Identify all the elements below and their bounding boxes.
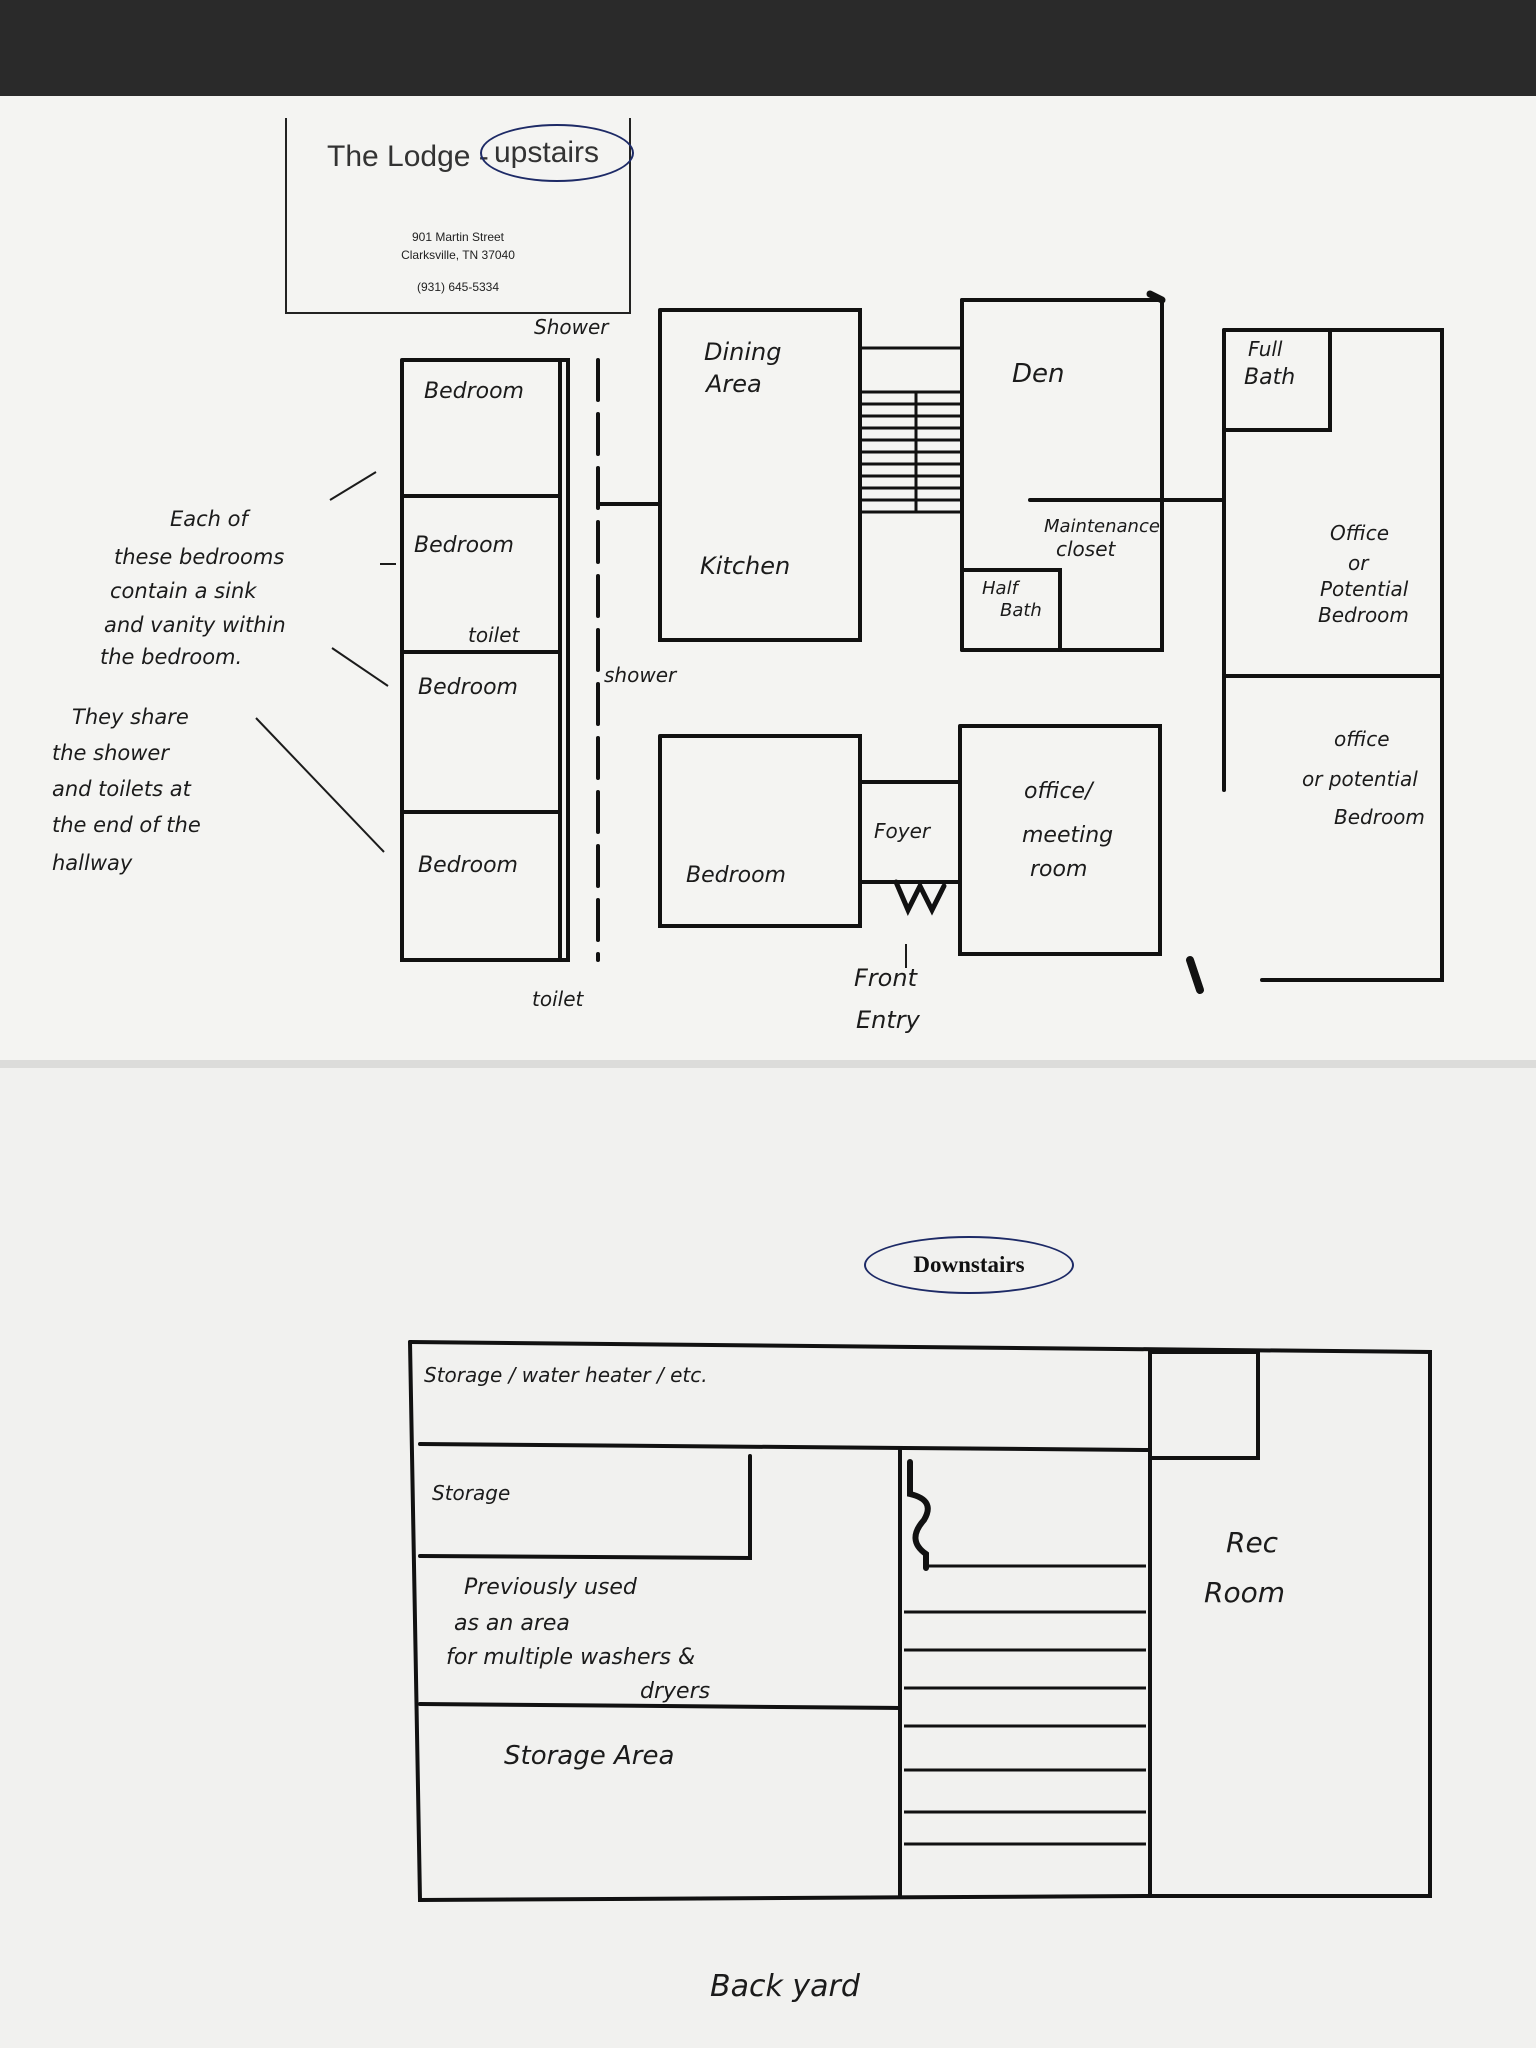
downstairs-sheet (0, 1068, 1536, 2048)
downstairs-badge: Downstairs (864, 1236, 1074, 1294)
note-2-line-5: hallway (52, 851, 133, 875)
note-2-line-2: the shower (52, 741, 170, 765)
right-block-outline (1222, 328, 1444, 982)
upstairs-label: upstairs (494, 136, 600, 169)
downstairs-outline-left (408, 1340, 1152, 1903)
room-office-1-b: or (1348, 551, 1370, 575)
downstairs-outline-right (408, 1340, 1432, 1898)
note-2-line-3: and toilets at (52, 777, 192, 801)
room-laundry-2: as an area (454, 1611, 570, 1636)
room-maintenance-2: closet (1056, 537, 1117, 561)
full-bath-walls (1222, 328, 1332, 432)
room-storage: Storage (432, 1481, 510, 1505)
room-bedroom-4: Bedroom (418, 853, 518, 878)
room-bedroom-5: Bedroom (686, 863, 786, 888)
room-bedroom-1: Bedroom (424, 379, 524, 404)
room-office-1-d: Bedroom (1318, 603, 1409, 627)
note-1-line-2: these bedrooms (114, 545, 284, 569)
room-office-1-c: Potential (1320, 577, 1409, 601)
room-half-bath-2: Bath (1000, 600, 1042, 621)
downstairs-title: Downstairs (913, 1252, 1025, 1277)
room-office-1-a: Office (1330, 521, 1389, 545)
note-1-line-4: and vanity within (104, 613, 286, 637)
room-dining-1: Dining (704, 338, 781, 366)
address-street: 901 Martin Street (411, 230, 505, 244)
label-toilet-mid: toilet (468, 623, 520, 647)
room-office-2-b: or potential (1302, 767, 1418, 791)
upstairs-sheet (0, 96, 1536, 1060)
upstairs-room-labels: Bedroom Bedroom Bedroom Bedroom Bedroom … (414, 337, 1425, 888)
downstairs-door-curve (907, 1459, 931, 1571)
room-den: Den (1012, 359, 1065, 389)
room-bedroom-3: Bedroom (418, 675, 518, 700)
downstairs-walls (408, 1340, 1432, 1903)
room-foyer: Foyer (874, 819, 932, 843)
letterhead-title: The Lodge - (327, 140, 489, 173)
label-back-yard: Back yard (710, 1969, 861, 2004)
label-toilet-bottom: toilet (532, 987, 584, 1011)
label-shower-top: Shower (534, 315, 610, 339)
downstairs-room-labels: Storage / water heater / etc. Storage Pr… (424, 1363, 1285, 2004)
dining-kitchen-outline (658, 308, 862, 642)
room-maintenance-1: Maintenance (1044, 516, 1160, 537)
room-office-meeting-3: room (1030, 857, 1087, 882)
address-phone: (931) 645-5334 (416, 280, 500, 294)
room-kitchen: Kitchen (700, 552, 790, 580)
note-1-line-3: contain a sink (110, 579, 257, 603)
half-bath-walls (960, 568, 1062, 652)
room-full-bath-1: Full (1248, 337, 1283, 361)
note-2-line-1: They share (72, 705, 189, 729)
note-1-line-5: the bedroom. (100, 645, 242, 669)
room-office-2-a: office (1334, 727, 1390, 751)
room-laundry-3: for multiple washers & (446, 1645, 695, 1670)
room-bedroom-2: Bedroom (414, 533, 514, 558)
room-laundry-4: dryers (640, 1679, 710, 1704)
note-arrows (255, 471, 907, 968)
label-shower-mid: shower (604, 663, 678, 687)
upstairs-stairs (860, 346, 964, 514)
note-1-line-1: Each of (170, 507, 252, 531)
address-city: Clarksville, TN 37040 (401, 248, 515, 262)
room-laundry-1: Previously used (464, 1575, 638, 1600)
room-dining-2: Area (704, 370, 762, 398)
lodge-title: The Lodge (327, 140, 471, 173)
note-2-line-4: the end of the (52, 813, 201, 837)
office-meeting-outline (958, 724, 1162, 956)
upstairs-circle (480, 124, 634, 182)
wall-storage-water (418, 1442, 1152, 1452)
upstairs-fixture-labels: Shower toilet shower toilet Front Entry (468, 315, 921, 1034)
front-door (893, 879, 947, 916)
room-full-bath-2: Bath (1244, 365, 1295, 390)
letterhead-box: The Lodge - 901 Martin Street Clarksvill… (285, 118, 631, 314)
room-office-meeting-1: office/ (1024, 779, 1095, 804)
room-rec-2: Room (1204, 1576, 1285, 1609)
upstairs-walls (400, 290, 1444, 994)
room-office-meeting-2: meeting (1022, 823, 1113, 848)
page-seam (0, 1060, 1536, 1068)
room-storage-water: Storage / water heater / etc. (424, 1363, 708, 1387)
upstairs-notes: Each of these bedrooms contain a sink an… (52, 507, 286, 875)
label-front-entry-2: Entry (856, 1006, 921, 1034)
lower-bedroom-outline (658, 734, 862, 928)
room-rec-1: Rec (1226, 1526, 1279, 1559)
room-half-bath-1: Half (982, 578, 1021, 599)
bedroom-column-outline (400, 358, 570, 962)
wall-storage (418, 1454, 752, 1561)
label-front-entry-1: Front (854, 964, 919, 992)
room-office-2-c: Bedroom (1334, 805, 1425, 829)
wall-laundry (418, 1702, 902, 1710)
rec-room-alcove (1148, 1350, 1260, 1460)
room-storage-area: Storage Area (504, 1741, 674, 1771)
downstairs-stairs (904, 1564, 1146, 1846)
